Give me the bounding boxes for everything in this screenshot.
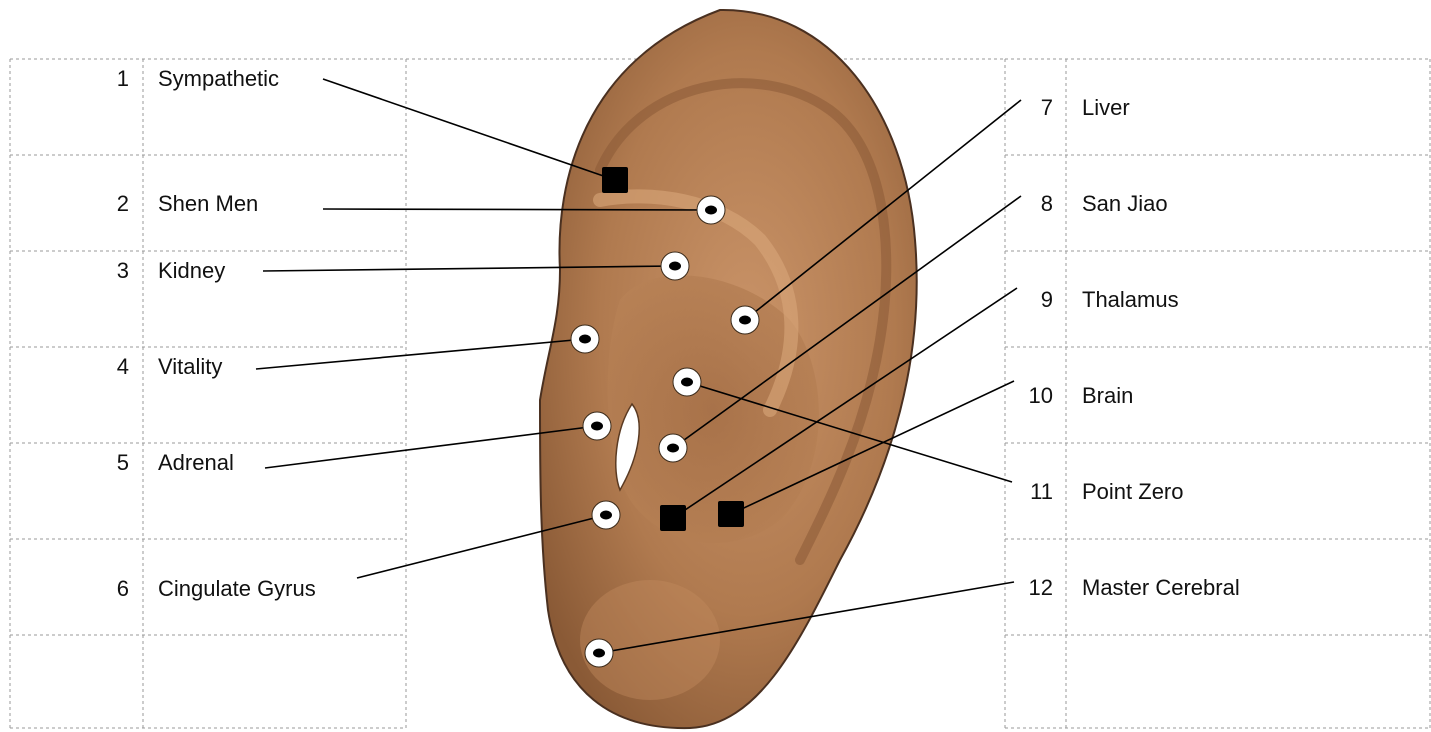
- point-label-liver: Liver: [1082, 97, 1130, 119]
- leader-line-1: [323, 79, 615, 180]
- point-label-san-jiao: San Jiao: [1082, 193, 1168, 215]
- point-label-shen-men: Shen Men: [158, 193, 258, 215]
- point-label-thalamus: Thalamus: [1082, 289, 1179, 311]
- point-label-cingulate-gyrus: Cingulate Gyrus: [158, 578, 316, 600]
- leader-line-4: [256, 339, 585, 369]
- ring-dot-icon: [592, 501, 620, 529]
- point-number-11: 11: [1013, 481, 1053, 503]
- ring-dot-icon: [585, 639, 613, 667]
- point-label-kidney: Kidney: [158, 260, 225, 282]
- ring-dot-icon: [659, 434, 687, 462]
- point-number-4: 4: [89, 356, 129, 378]
- ring-dot-icon: [673, 368, 701, 396]
- point-number-5: 5: [89, 452, 129, 474]
- point-label-vitality: Vitality: [158, 356, 222, 378]
- point-label-adrenal: Adrenal: [158, 452, 234, 474]
- ring-dot-icon: [571, 325, 599, 353]
- ear-illustration: [540, 10, 917, 728]
- square-icon: [660, 505, 686, 531]
- ring-dot-icon: [697, 196, 725, 224]
- leader-line-2: [323, 209, 711, 210]
- point-label-master-cerebral: Master Cerebral: [1082, 577, 1240, 599]
- point-number-10: 10: [1013, 385, 1053, 407]
- point-number-1: 1: [89, 68, 129, 90]
- square-icon: [602, 167, 628, 193]
- point-label-sympathetic: Sympathetic: [158, 68, 279, 90]
- ring-dot-icon: [661, 252, 689, 280]
- point-number-6: 6: [89, 578, 129, 600]
- point-label-point-zero: Point Zero: [1082, 481, 1184, 503]
- square-icon: [718, 501, 744, 527]
- point-label-brain: Brain: [1082, 385, 1133, 407]
- point-number-9: 9: [1013, 289, 1053, 311]
- point-number-8: 8: [1013, 193, 1053, 215]
- point-number-3: 3: [89, 260, 129, 282]
- point-number-12: 12: [1013, 577, 1053, 599]
- ring-dot-icon: [731, 306, 759, 334]
- point-number-7: 7: [1013, 97, 1053, 119]
- point-number-2: 2: [89, 193, 129, 215]
- ring-dot-icon: [583, 412, 611, 440]
